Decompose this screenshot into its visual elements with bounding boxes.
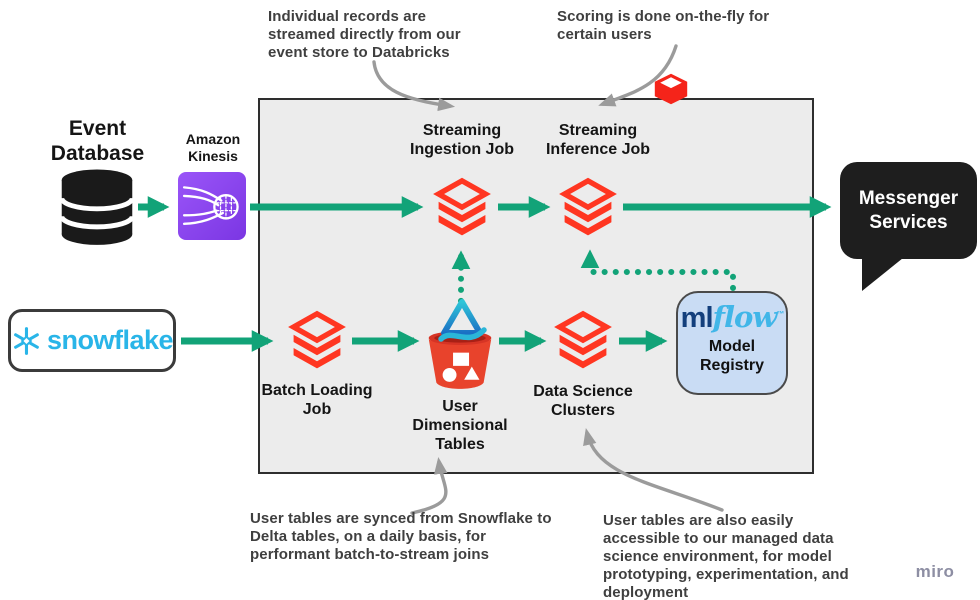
miro-wordmark: miro bbox=[915, 562, 955, 581]
data-science-clusters-label: Data Science Clusters bbox=[533, 383, 633, 419]
miro-watermark[interactable]: miro bbox=[903, 553, 967, 591]
kinesis-label: Amazon Kinesis bbox=[185, 131, 241, 164]
note-top-left: Individual records are streamed directly… bbox=[268, 8, 461, 61]
kinesis-streams-icon bbox=[178, 172, 246, 240]
streaming-inference-label: Streaming Inference Job bbox=[545, 122, 651, 158]
messenger-services-label: Messenger Services bbox=[858, 187, 959, 233]
mlflow-logo-ml: ml bbox=[680, 302, 714, 334]
mlflow-model-registry-card: mlflow™ Model Registry bbox=[676, 291, 788, 395]
mlflow-logo-flow: flow bbox=[712, 300, 778, 334]
event-database-label: Event Database bbox=[50, 117, 145, 165]
note-top-right: Scoring is done on-the-fly for certain u… bbox=[557, 8, 770, 43]
databricks-stack-icon bbox=[554, 310, 612, 369]
note-bottom-right: User tables are also easily accessible t… bbox=[603, 512, 849, 600]
messenger-services-bubble: Messenger Services bbox=[840, 162, 977, 259]
database-cylinder-icon bbox=[59, 169, 135, 245]
snowflake-icon bbox=[14, 326, 39, 355]
streaming-ingestion-label: Streaming Ingestion Job bbox=[410, 122, 514, 158]
red-cube-model-icon bbox=[654, 73, 688, 105]
snowflake-wordmark: snowflake bbox=[46, 325, 174, 355]
speech-bubble-tail bbox=[862, 254, 908, 291]
databricks-stack-icon bbox=[433, 177, 491, 236]
delta-lake-triangle-icon bbox=[438, 299, 487, 342]
note-bottom-left: User tables are synced from Snowflake to… bbox=[250, 510, 552, 563]
user-dimensional-tables-label: User Dimensional Tables bbox=[412, 398, 508, 453]
mlflow-trademark: ™ bbox=[776, 309, 784, 319]
batch-loading-label: Batch Loading Job bbox=[261, 382, 373, 418]
databricks-stack-icon bbox=[559, 177, 617, 236]
mlflow-logo: mlflow™ bbox=[680, 300, 785, 334]
databricks-stack-icon bbox=[288, 310, 346, 369]
model-registry-label: Model Registry bbox=[699, 338, 765, 374]
snowflake-card: snowflake bbox=[8, 309, 176, 372]
